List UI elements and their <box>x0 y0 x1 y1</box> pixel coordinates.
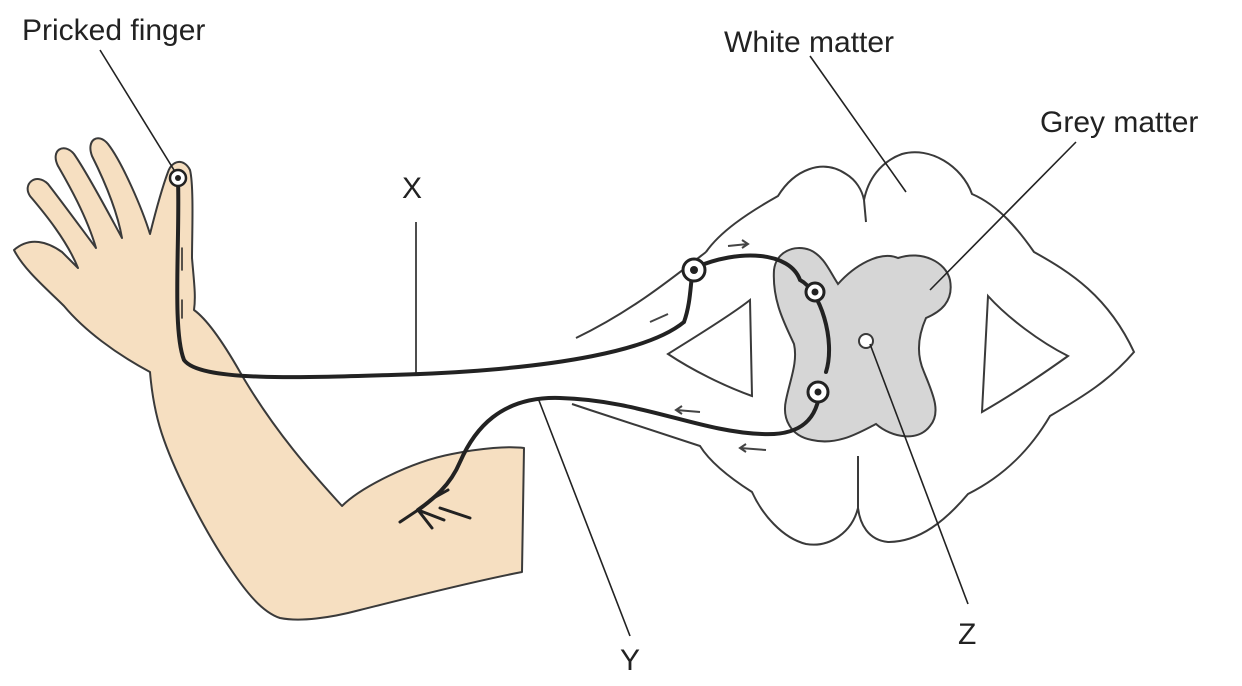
spinal-cord <box>572 152 1134 544</box>
label-grey-matter: Grey matter <box>1040 106 1198 140</box>
leader-y <box>538 398 630 636</box>
label-y: Y <box>620 644 640 678</box>
relay-cell-nucleus <box>812 289 819 296</box>
finger-receptor-dot <box>175 175 181 181</box>
label-pricked-finger: Pricked finger <box>22 14 205 48</box>
label-x: X <box>402 172 422 206</box>
label-white-matter: White matter <box>724 26 894 60</box>
sensory-cell-nucleus <box>690 266 698 274</box>
motor-cell-nucleus <box>815 389 822 396</box>
arm-illustration <box>14 138 524 619</box>
arm-outline <box>14 138 524 619</box>
label-z: Z <box>958 618 976 652</box>
